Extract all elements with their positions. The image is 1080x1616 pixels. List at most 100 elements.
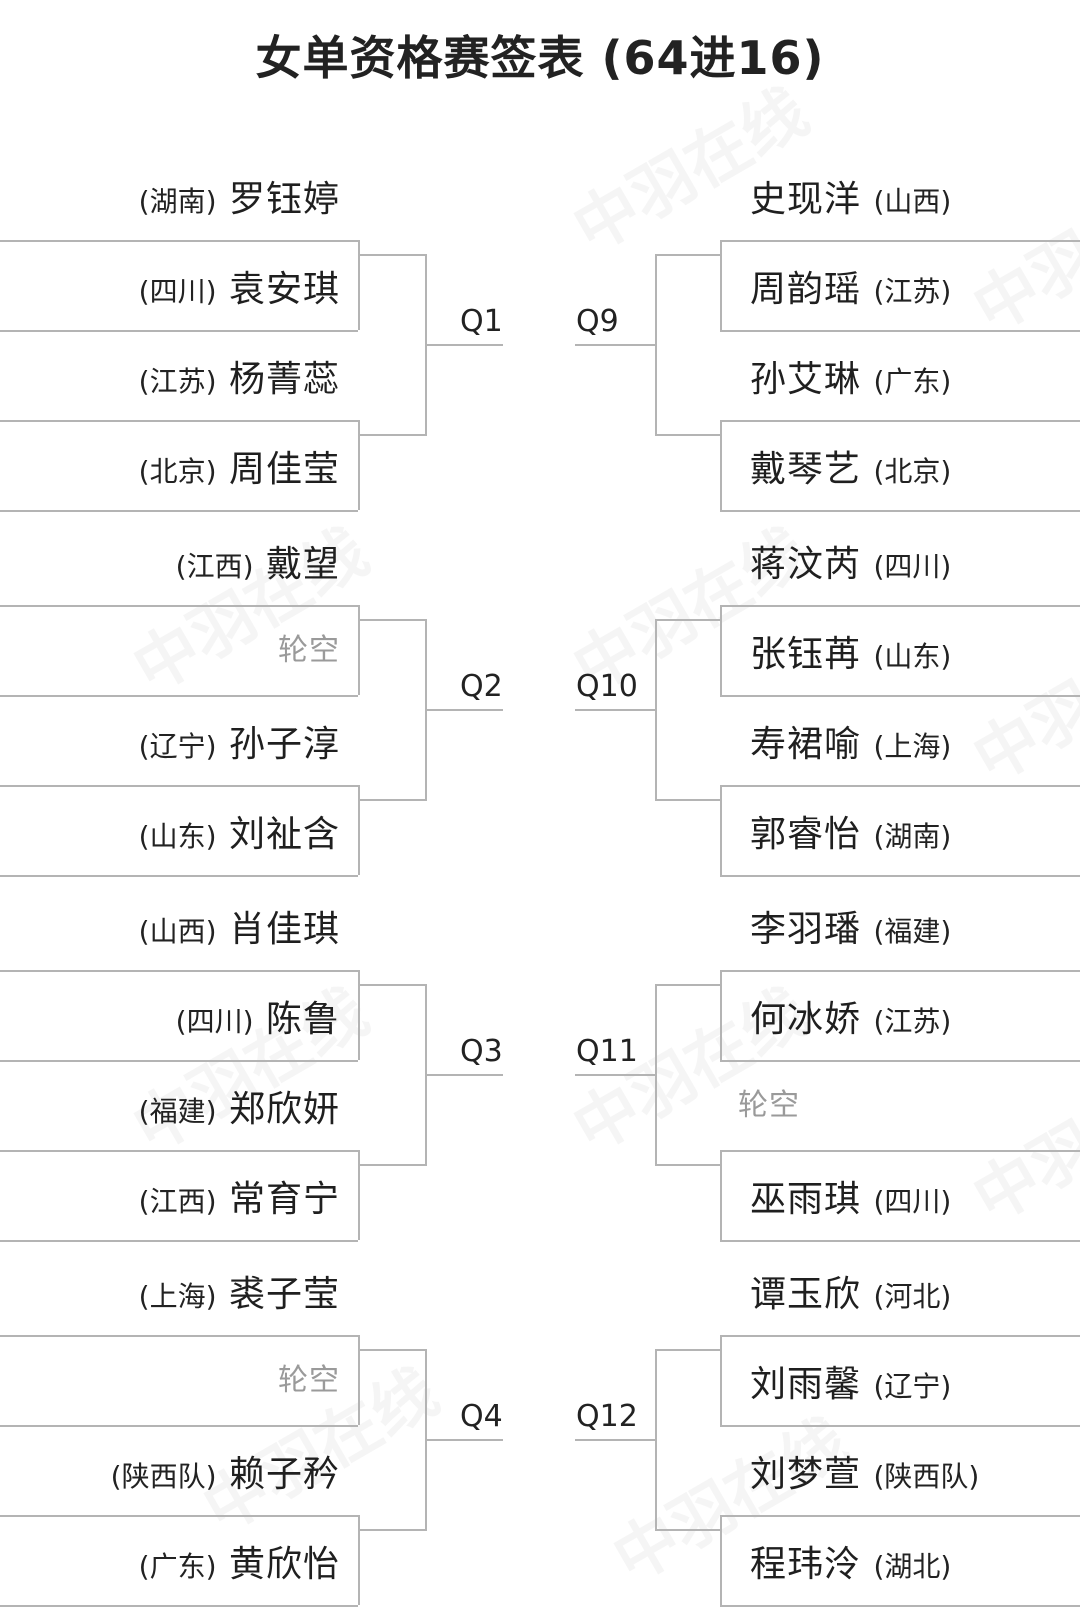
bracket-line (720, 695, 1080, 697)
bracket-line (655, 1348, 720, 1351)
bracket-line (358, 1335, 360, 1425)
player-name: 程玮泠 (750, 1544, 862, 1585)
player-province: (辽宁) (138, 730, 217, 763)
bracket-line (720, 785, 722, 875)
bracket-line (358, 1348, 425, 1351)
player-name: 寿裙喻 (750, 724, 862, 765)
bracket-line (0, 240, 358, 242)
player-entry: (湖南) 罗钰婷 (139, 170, 340, 222)
bracket-line (720, 420, 722, 510)
player-name: 周韵瑶 (750, 269, 862, 310)
bracket-line (655, 1163, 720, 1166)
bracket-line (720, 1240, 1080, 1242)
bracket-line (0, 1515, 358, 1517)
player-entry: (上海) 裘子莹 (139, 1265, 340, 1317)
player-name: 周佳莹 (228, 449, 340, 490)
bracket-line (358, 433, 425, 436)
player-province: (上海) (873, 730, 952, 763)
player-province: (湖南) (873, 820, 952, 853)
qualifier-label: Q2 (460, 668, 503, 704)
bracket-line (358, 1163, 425, 1166)
bracket-line (0, 970, 358, 972)
player-province: (山东) (138, 820, 217, 853)
bracket-line (358, 253, 425, 256)
player-province: (陕西队) (873, 1460, 980, 1493)
bracket-line (358, 1528, 425, 1531)
bracket-line (720, 605, 722, 695)
player-name: 常育宁 (228, 1179, 340, 1220)
watermark: 中羽在线 (961, 1045, 1080, 1238)
bracket-line (0, 605, 358, 607)
player-province: (山西) (873, 185, 952, 218)
qualifier-label: Q9 (576, 303, 619, 339)
player-name: 肖佳琪 (228, 909, 340, 950)
bracket-line (0, 1150, 358, 1152)
player-entry: 戴琴艺 (北京) (750, 440, 951, 492)
player-name: 赖子矜 (228, 1454, 340, 1495)
bracket-line (425, 1438, 503, 1441)
player-province: (江西) (175, 550, 254, 583)
player-province: (四川) (873, 550, 952, 583)
player-entry: (江苏) 杨菁蕊 (139, 350, 340, 402)
bracket-line (0, 510, 358, 512)
player-name: 罗钰婷 (228, 179, 340, 220)
player-entry: 寿裙喻 (上海) (750, 715, 951, 767)
bracket-line (655, 1348, 657, 1531)
bracket-line (720, 240, 1080, 242)
bracket-line (358, 798, 425, 801)
bye-label: 轮空 (738, 1088, 800, 1123)
player-province: (四川) (175, 1005, 254, 1038)
bracket-line (358, 970, 360, 1060)
player-name: 刘祉含 (228, 814, 340, 855)
bracket-line (720, 1060, 1080, 1062)
watermark: 中羽在线 (961, 155, 1080, 348)
qualifier-label: Q10 (576, 668, 638, 704)
player-entry: (北京) 周佳莹 (139, 440, 340, 492)
bracket-line (655, 618, 720, 621)
player-name: 黄欣怡 (228, 1544, 340, 1585)
bracket-line (358, 1515, 360, 1605)
bracket-line (358, 240, 360, 330)
player-name: 杨菁蕊 (228, 359, 340, 400)
player-name: 裘子莹 (228, 1274, 340, 1315)
bracket-line (720, 1605, 1080, 1607)
bracket-line (0, 1605, 358, 1607)
player-province: (四川) (873, 1185, 952, 1218)
bracket-line (0, 1335, 358, 1337)
player-name: 郭睿怡 (750, 814, 862, 855)
player-entry: 巫雨琪 (四川) (750, 1170, 951, 1222)
player-entry: 史现洋 (山西) (750, 170, 951, 222)
player-name: 戴琴艺 (750, 449, 862, 490)
bracket-line (720, 1515, 722, 1605)
player-province: (广东) (873, 365, 952, 398)
bracket-line (0, 1425, 358, 1427)
player-name: 张钰苒 (750, 634, 862, 675)
bracket-line (720, 1150, 722, 1240)
player-entry: (广东) 黄欣怡 (139, 1535, 340, 1587)
player-name: 陈鲁 (265, 999, 340, 1040)
player-province: (广东) (138, 1550, 217, 1583)
bracket-line (720, 510, 1080, 512)
player-entry: 谭玉欣 (河北) (750, 1265, 951, 1317)
player-entry: (福建) 郑欣妍 (139, 1080, 340, 1132)
bracket-line (575, 1438, 655, 1441)
bracket-line (720, 875, 1080, 877)
bracket-line (358, 420, 360, 510)
player-entry: 蒋汶芮 (四川) (750, 535, 951, 587)
player-province: (湖南) (138, 185, 217, 218)
player-entry: (江西) 戴望 (176, 535, 340, 587)
player-entry: 程玮泠 (湖北) (750, 1535, 951, 1587)
bye-slot: 轮空 (738, 1080, 800, 1124)
player-entry: 李羽璠 (福建) (750, 900, 951, 952)
bracket-line (720, 970, 1080, 972)
player-province: (北京) (873, 455, 952, 488)
player-entry: 周韵瑶 (江苏) (750, 260, 951, 312)
player-province: (辽宁) (873, 1370, 952, 1403)
player-entry: (山西) 肖佳琪 (139, 900, 340, 952)
player-name: 何冰娇 (750, 999, 862, 1040)
page-title: 女单资格赛签表 (64进16) (255, 31, 825, 85)
bracket-line (575, 343, 655, 346)
bye-label: 轮空 (278, 633, 340, 668)
bracket-line (655, 983, 720, 986)
bracket-line (425, 1073, 503, 1076)
